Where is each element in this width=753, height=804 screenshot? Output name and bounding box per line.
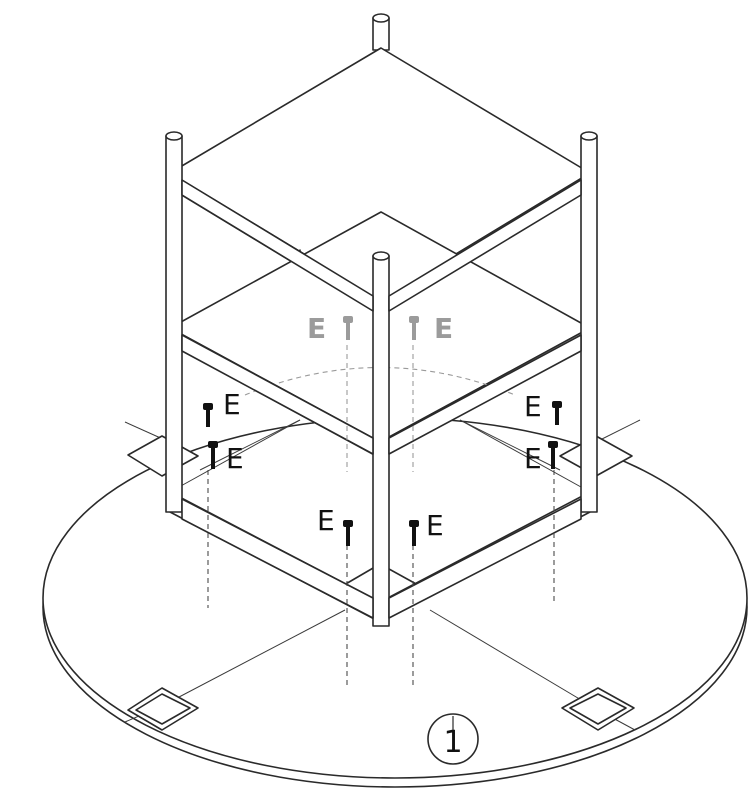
part-number: 1 xyxy=(443,725,462,760)
post-right xyxy=(580,131,598,513)
base-pad-front-right xyxy=(561,687,635,731)
screw-label-right-upper: E xyxy=(524,390,542,423)
screw-front-right xyxy=(409,520,419,546)
screw-gray-right xyxy=(409,316,419,340)
screw-right-upper xyxy=(552,401,562,425)
screw-left-lower xyxy=(208,441,218,469)
screw-label-left-lower: E xyxy=(226,442,244,475)
part-number-callout: 1 xyxy=(427,713,479,765)
base-pad-front-left xyxy=(127,687,199,731)
screw-gray-left xyxy=(343,316,353,340)
screw-label-gray-right: E xyxy=(434,312,453,345)
screw-label-left-upper: E xyxy=(223,388,241,421)
screw-label-front-right: E xyxy=(426,509,444,542)
screw-left-upper xyxy=(203,403,213,427)
post-front xyxy=(372,251,390,627)
post-left xyxy=(165,131,183,513)
screw-right-lower xyxy=(548,441,558,469)
alignment-lines xyxy=(207,345,555,688)
screw-label-right-lower: E xyxy=(524,442,542,475)
base-pad-left xyxy=(127,435,199,477)
screw-label-gray-left: E xyxy=(307,312,326,345)
post-back xyxy=(372,13,390,51)
screw-label-front-left: E xyxy=(317,504,335,537)
screw-front-left xyxy=(343,520,353,546)
